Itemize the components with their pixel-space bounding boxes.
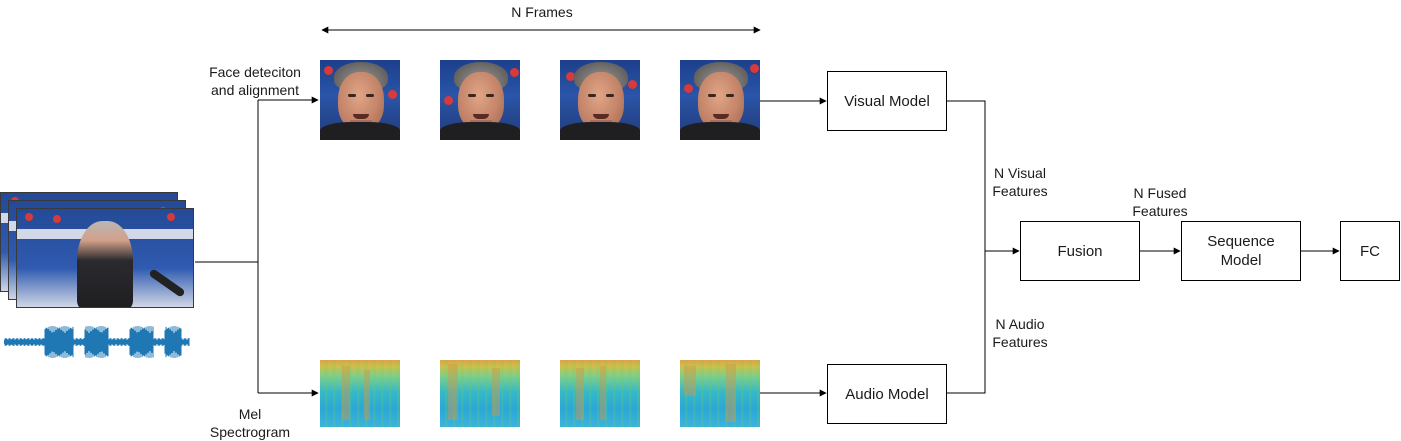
mel-spectrogram-label-line-1: Mel [238, 406, 262, 422]
n-audio-features-line-2: Features [992, 334, 1048, 350]
face-detection-label: Face deteciton and alignment [196, 63, 314, 99]
audio-model-text: Audio Model [845, 385, 929, 403]
n-fused-features-line-2: Features [1132, 203, 1188, 219]
mel-spectrogram-label-line-2: Spectrogram [209, 424, 291, 440]
face-detection-label-line-1: Face deteciton [209, 64, 301, 80]
sequence-model-box: Sequence Model [1181, 221, 1301, 281]
n-frames-label: N Frames [511, 4, 573, 20]
face-frame-2 [440, 60, 520, 140]
spectrogram-frame-4 [680, 360, 760, 427]
face-detection-label-line-2: and alignment [211, 82, 299, 98]
face-frame-3 [560, 60, 640, 140]
face-frame-4 [680, 60, 760, 140]
fusion-box: Fusion [1020, 221, 1140, 281]
mel-spectrogram-label: Mel Spectrogram [198, 405, 302, 441]
waveform-trace [4, 326, 190, 358]
spectrogram-frame-2 [440, 360, 520, 427]
sequence-model-text-line-1: Sequence [1207, 233, 1275, 250]
spectrogram-frame-3 [560, 360, 640, 427]
fc-text: FC [1360, 242, 1380, 260]
visual-model-to-merge-line [947, 100, 986, 394]
audio-waveform [4, 326, 190, 358]
sequence-model-text-line-2: Model [1220, 252, 1262, 269]
fusion-text: Fusion [1057, 242, 1103, 260]
n-visual-features-line-1: N Visual [994, 165, 1046, 181]
visual-model-text: Visual Model [844, 92, 930, 110]
n-visual-features-line-2: Features [992, 183, 1048, 199]
n-audio-features-line-1: N Audio [995, 316, 1045, 332]
n-visual-features-label: N Visual Features [976, 164, 1064, 200]
fc-box: FC [1340, 221, 1400, 281]
spectrogram-frame-1 [320, 360, 400, 427]
n-fused-features-line-1: N Fused [1133, 185, 1187, 201]
face-frame-1 [320, 60, 400, 140]
n-audio-features-label: N Audio Features [976, 315, 1064, 351]
visual-model-box: Visual Model [827, 71, 947, 131]
audio-model-box: Audio Model [827, 364, 947, 424]
n-fused-features-label: N Fused Features [1116, 184, 1204, 220]
input-video-frame-front [16, 208, 194, 308]
